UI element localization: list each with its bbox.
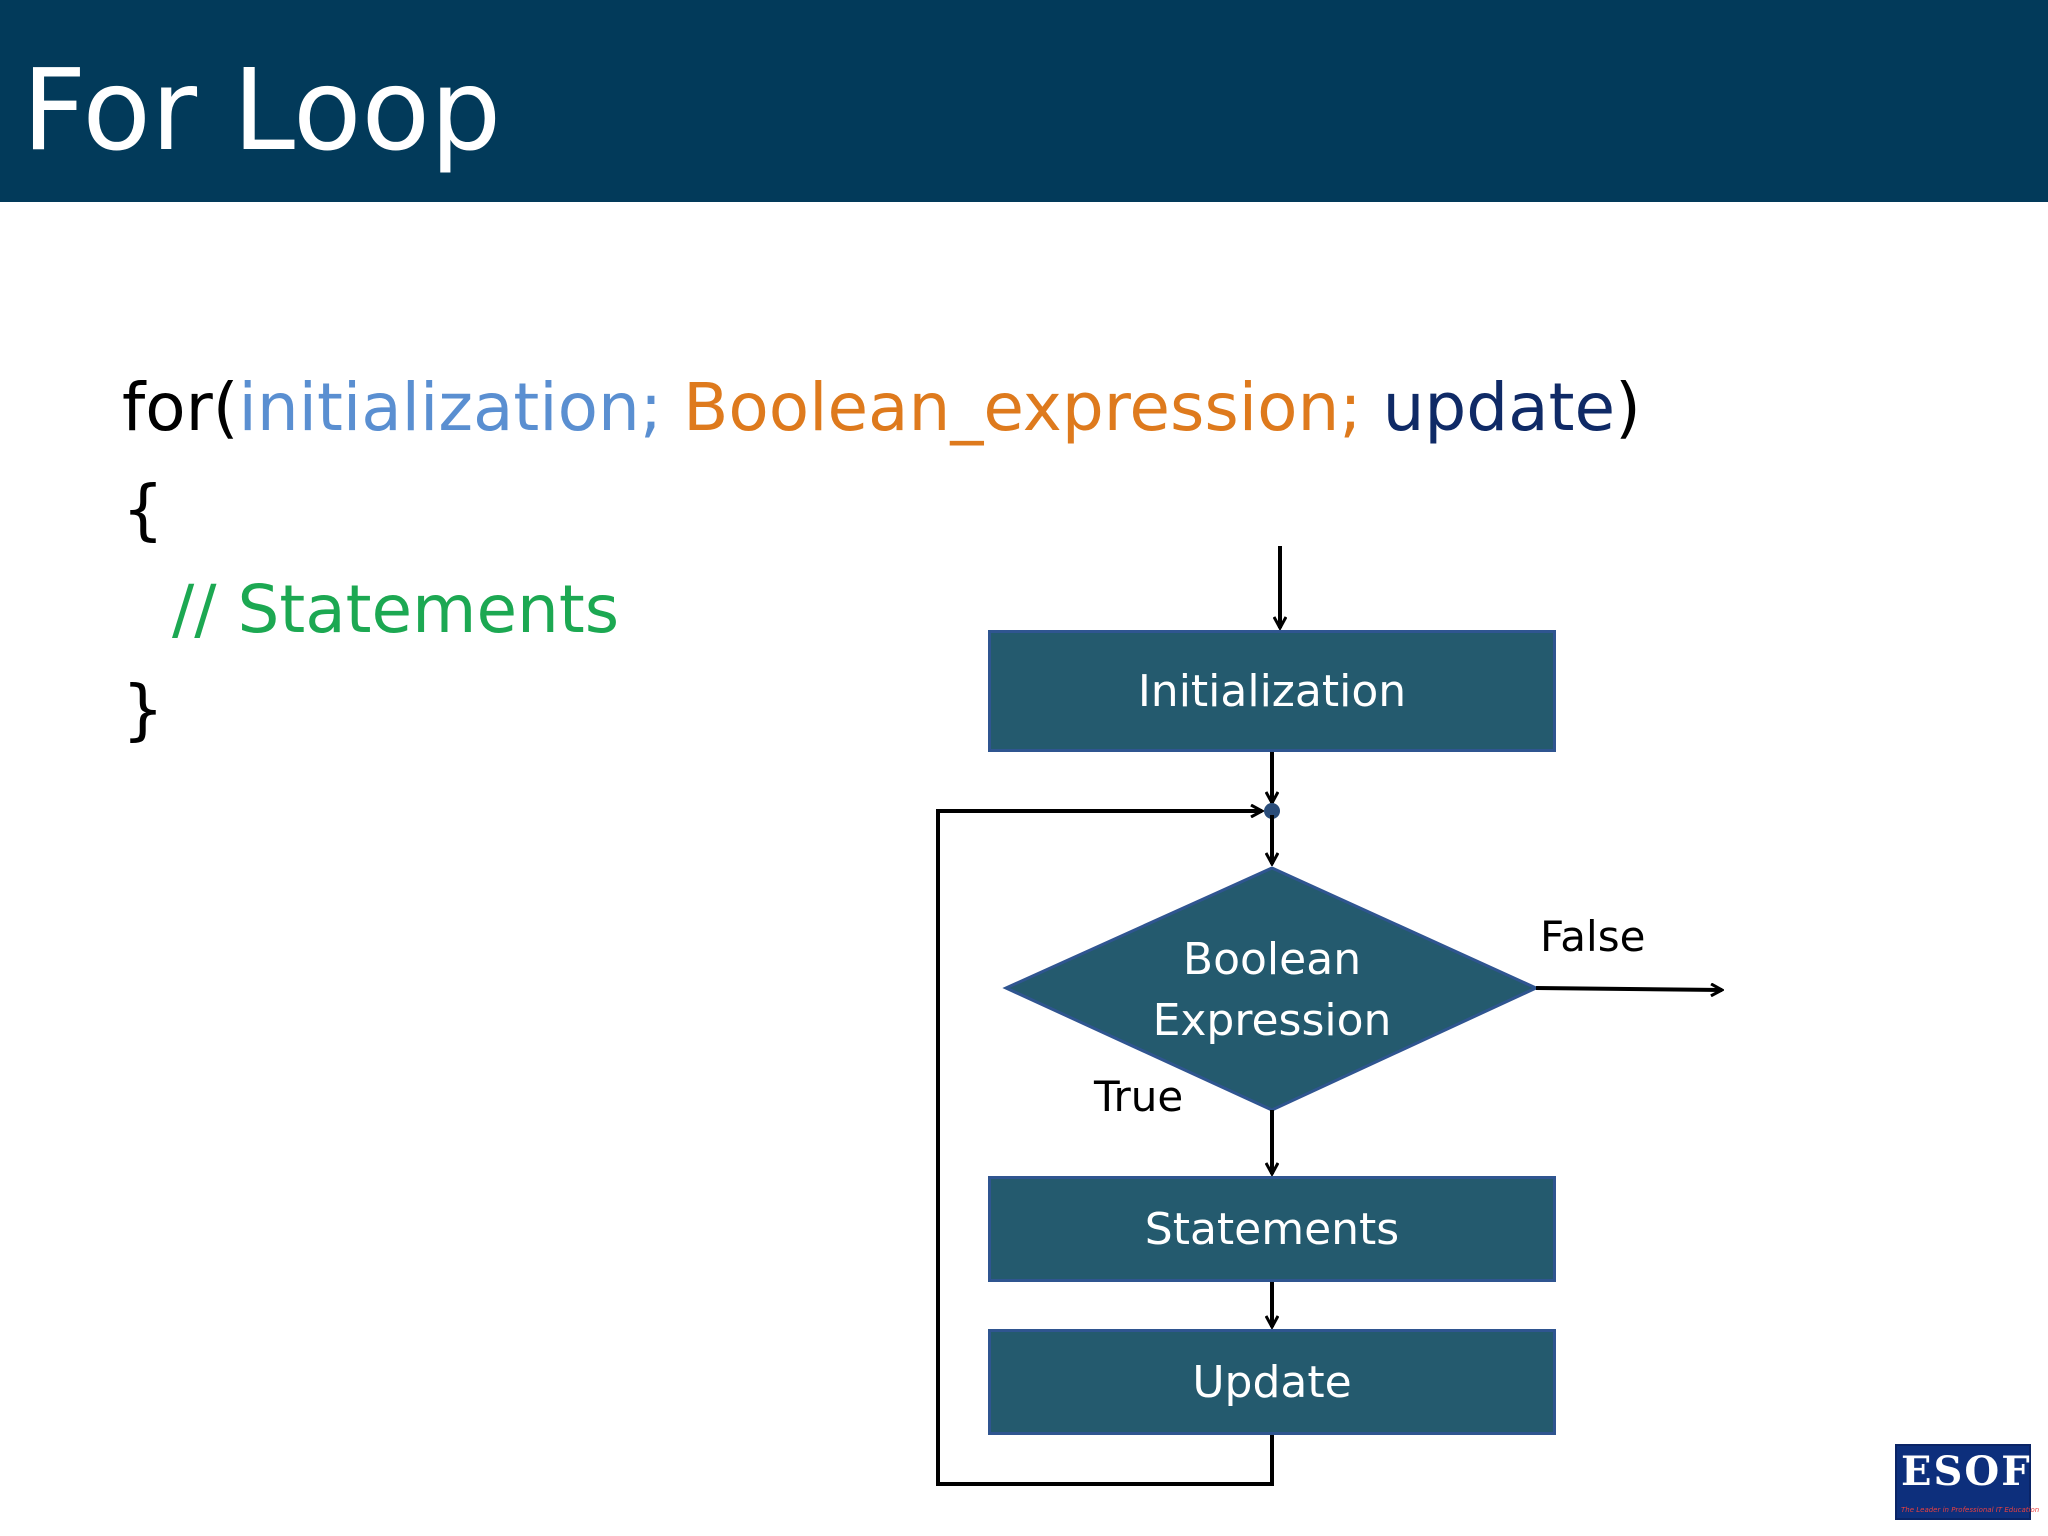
code-keyword: for(	[122, 369, 239, 446]
boolean-expression-label-line2: Expression	[1152, 995, 1392, 1046]
logo-text: ESOFT	[1901, 1448, 2048, 1495]
code-update: update	[1382, 369, 1616, 446]
false-exit-arrow	[1535, 988, 1722, 990]
junction-dot	[1264, 803, 1280, 819]
true-label: True	[1094, 1072, 1184, 1121]
loop-back-arrow	[936, 811, 1274, 1486]
code-comment: // Statements	[172, 571, 620, 648]
initialization-box: Initialization	[988, 630, 1556, 752]
code-open-brace: {	[122, 471, 164, 548]
code-boolean-expression: Boolean_expression;	[683, 369, 1383, 446]
update-box: Update	[988, 1329, 1556, 1435]
title-bar: For Loop	[0, 0, 2048, 202]
initialization-label: Initialization	[1137, 665, 1407, 717]
code-initialization: initialization;	[238, 369, 684, 446]
code-for-statement: for(initialization; Boolean_expression; …	[122, 368, 1641, 448]
slide-title: For Loop	[22, 46, 502, 176]
boolean-expression-label-line1: Boolean	[1182, 934, 1362, 985]
code-close-brace: }	[122, 671, 164, 748]
update-label: Update	[1192, 1356, 1352, 1408]
code-close-paren: )	[1615, 369, 1641, 446]
esoft-logo: ESOFT The Leader in Professional IT Educ…	[1895, 1444, 2048, 1520]
statements-label: Statements	[1144, 1203, 1400, 1255]
logo-tagline: The Leader in Professional IT Education	[1901, 1506, 2040, 1514]
false-label: False	[1540, 912, 1646, 961]
statements-box: Statements	[988, 1176, 1556, 1282]
